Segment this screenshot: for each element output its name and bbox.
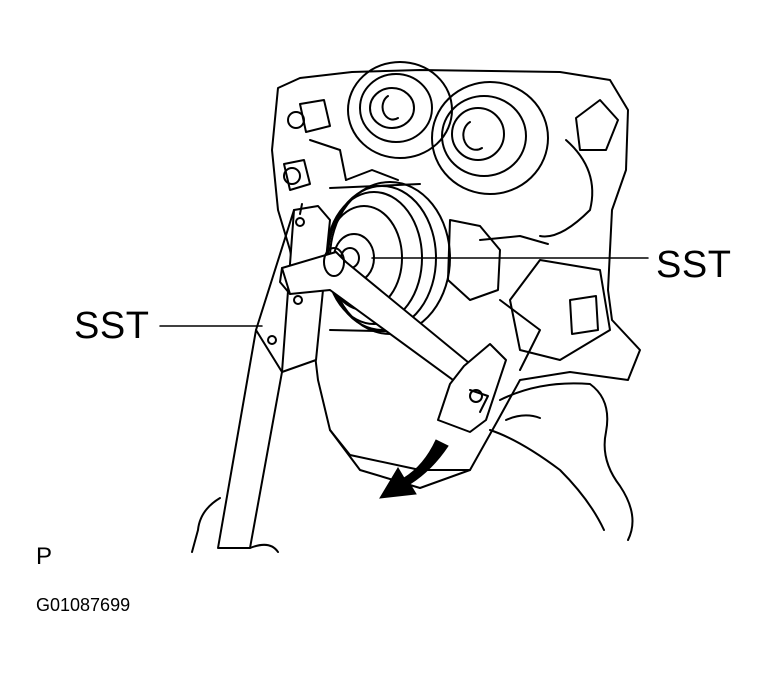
hand-left <box>191 497 279 553</box>
idler-pulley-left <box>347 61 453 159</box>
holding-tool <box>217 203 331 549</box>
hand-right <box>489 382 634 541</box>
callout-sst-left: SST <box>74 305 150 347</box>
figure-id-label: G01087699 <box>36 595 131 615</box>
view-code-label: P <box>36 543 53 570</box>
rotation-arrow <box>379 439 449 499</box>
wrench-head <box>437 343 507 433</box>
idler-pulley-right <box>431 81 549 195</box>
callout-sst-right: SST <box>656 244 732 286</box>
